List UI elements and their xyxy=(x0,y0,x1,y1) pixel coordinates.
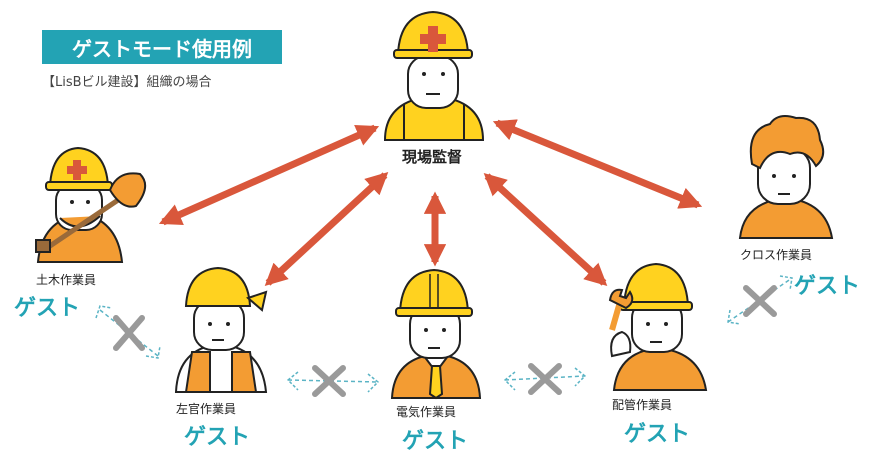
plasterer-guest-badge: ゲスト xyxy=(184,425,251,450)
arrow-supervisor-plumber xyxy=(483,172,608,287)
blocked-plasterer-electrician xyxy=(286,365,380,397)
supervisor-label: 現場監督 xyxy=(402,148,463,166)
plumber-label: 配管作業員 xyxy=(612,398,673,412)
plumber-guest-badge: ゲスト xyxy=(624,422,691,447)
plumber-worker-icon xyxy=(610,262,708,391)
civil-label: 土木作業員 xyxy=(36,273,97,287)
plasterer-worker-icon xyxy=(174,266,268,393)
page-title: ゲストモード使用例 xyxy=(42,30,282,64)
organization-subtitle: 【LisBビル建設】組織の場合 xyxy=(42,75,212,90)
supervisor-worker-icon xyxy=(383,10,485,141)
arrow-supervisor-plasterer xyxy=(264,171,389,287)
cloth-label: クロス作業員 xyxy=(740,248,813,262)
electrician-label: 電気作業員 xyxy=(396,405,457,419)
wrench-icon xyxy=(608,288,634,331)
shovel-icon xyxy=(35,172,147,253)
cloth-worker-icon xyxy=(738,115,834,239)
civil-worker-icon xyxy=(36,146,124,263)
electrician-guest-badge: ゲスト xyxy=(402,429,469,454)
blocked-plumber-cloth xyxy=(727,275,793,325)
cloth-guest-badge: ゲスト xyxy=(794,274,861,299)
arrow-supervisor-civil xyxy=(158,124,380,226)
civil-guest-badge: ゲスト xyxy=(14,296,81,321)
plasterer-label: 左官作業員 xyxy=(176,402,237,416)
blocked-electrician-plumber xyxy=(503,363,587,395)
electrician-worker-icon xyxy=(390,268,482,400)
blocked-civil-plasterer xyxy=(95,305,161,359)
arrow-supervisor-cloth xyxy=(492,119,703,209)
